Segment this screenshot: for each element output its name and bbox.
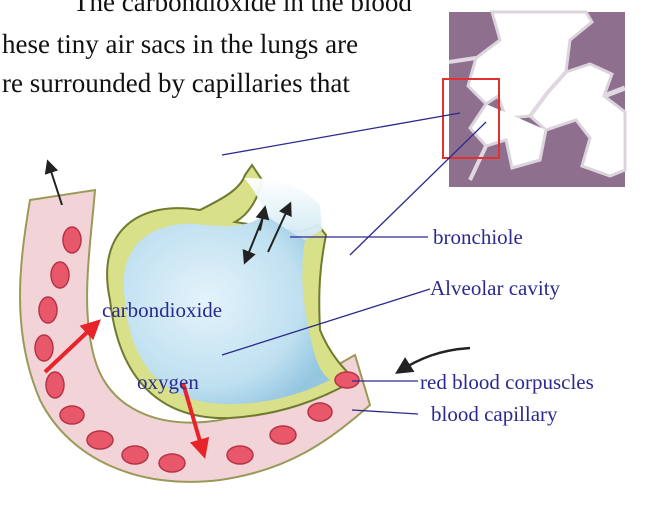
label-alveolar-cavity: Alveolar cavity [430, 276, 561, 300]
label-red-blood-corpuscles: red blood corpuscles [420, 370, 594, 394]
label-oxygen: oxygen [137, 370, 199, 394]
label-carbondioxide: carbondioxide [102, 298, 222, 322]
label-blood-capillary: blood capillary [431, 402, 558, 426]
label-bronchiole: bronchiole [433, 225, 523, 249]
inset-micrograph [443, 12, 625, 187]
blood-in-arrow [398, 348, 470, 372]
